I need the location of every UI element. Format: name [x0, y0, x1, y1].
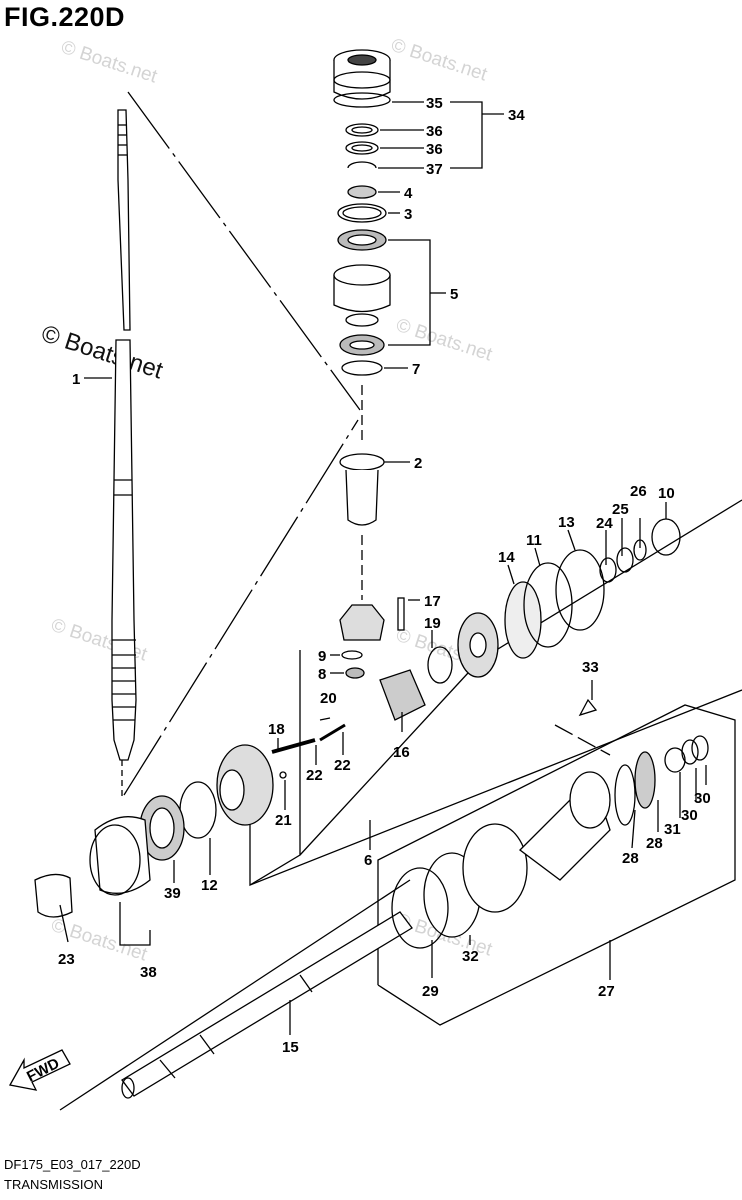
callout: 14 [498, 549, 515, 566]
propeller-shaft [121, 911, 413, 1099]
callout: 5 [450, 286, 458, 303]
forward-direction-arrow [8, 1049, 71, 1091]
callout: 13 [558, 514, 575, 531]
callout: 11 [526, 532, 542, 549]
callout: 38 [140, 964, 157, 981]
callout: 39 [164, 885, 181, 902]
watermark: © Boats.net [38, 320, 166, 385]
driveshaft [111, 109, 137, 800]
callout: 36 [426, 141, 443, 158]
watermark: © Boats.net [393, 315, 495, 366]
callout: 19 [424, 615, 441, 632]
figure-name: TRANSMISSION [4, 1177, 103, 1192]
callout: 30 [694, 790, 711, 807]
callout: 2 [414, 455, 422, 472]
forward-gear [427, 612, 499, 684]
callout: 27 [598, 983, 615, 1000]
callout: 28 [622, 850, 639, 867]
callout: 22 [334, 757, 351, 774]
callout: 17 [424, 593, 441, 610]
pinion-gear [339, 604, 385, 679]
callout: 18 [268, 721, 285, 738]
callout: 15 [282, 1039, 299, 1056]
callout: 3 [404, 206, 412, 223]
callout: 9 [318, 648, 326, 665]
callout: 34 [508, 107, 525, 124]
callout: 12 [201, 877, 218, 894]
callout: 35 [426, 95, 443, 112]
callout: 7 [412, 361, 420, 378]
callout-numbers: 35 34 36 36 37 4 3 5 7 1 2 26 10 25 24 1… [58, 95, 711, 1056]
callout: 31 [664, 821, 681, 838]
leader-lines [59, 101, 707, 1035]
callout: 8 [318, 666, 326, 683]
callout: 30 [681, 807, 698, 824]
watermark: © Boats.net [58, 37, 160, 88]
callout: 28 [646, 835, 663, 852]
callout: 37 [426, 161, 443, 178]
callout: 24 [596, 515, 613, 532]
callout: 4 [404, 185, 413, 202]
callout: 32 [462, 948, 479, 965]
watermark: © Boats.net [388, 35, 490, 86]
callout: 26 [630, 483, 647, 500]
callout: 16 [393, 744, 410, 761]
oil-seal-housing [333, 49, 391, 445]
figure-code: DF175_E03_017_220D [4, 1157, 141, 1172]
callout: 33 [582, 659, 599, 676]
callout: 20 [320, 690, 337, 707]
thrust-bearing-stack [504, 518, 681, 659]
callout: 23 [58, 951, 75, 968]
callout: 10 [658, 485, 675, 502]
figure-title: FIG.220D [4, 2, 126, 32]
clutch-dog [271, 597, 426, 779]
callout: 6 [364, 852, 372, 869]
reverse-gear [216, 744, 274, 826]
callout: 22 [306, 767, 323, 784]
callout: 25 [612, 501, 629, 518]
callout: 21 [275, 812, 292, 829]
reverse-bearings [34, 781, 217, 918]
bearing-carrier [391, 698, 709, 949]
callout: 1 [72, 371, 80, 388]
callout: 29 [422, 983, 439, 1000]
sleeve [339, 453, 385, 600]
callout: 36 [426, 123, 443, 140]
